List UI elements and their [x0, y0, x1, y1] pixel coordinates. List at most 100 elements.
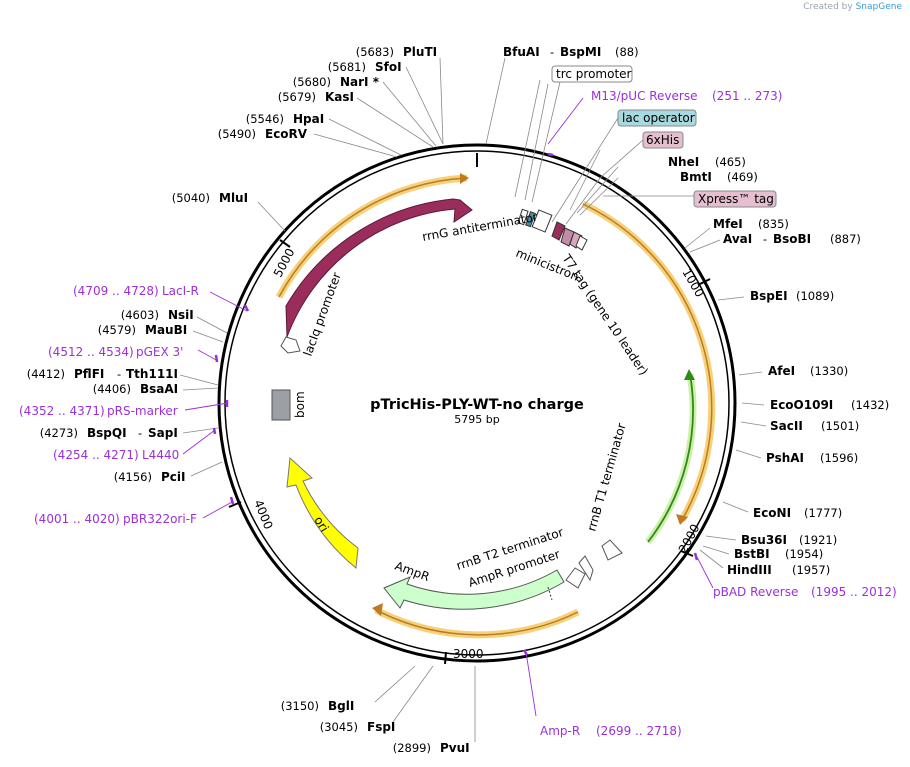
enzyme-pluti-position: (5683) — [356, 45, 394, 59]
enzyme-bsu36i[interactable]: Bsu36I (1921) — [741, 533, 837, 547]
primer-pgex-name: pGEX 3' — [136, 345, 183, 359]
primer-prs-range: (4352 .. 4371) — [19, 404, 105, 418]
trc-promoter-box[interactable]: trc promoter — [551, 65, 633, 83]
enzyme-bstbi-position: (1954) — [785, 547, 823, 561]
enzyme-bsobi-name: BsoBI — [773, 232, 811, 246]
enzyme-bsaai-position: (4406) — [93, 382, 131, 396]
enzyme-pshai[interactable]: PshAI (1596) — [766, 451, 858, 465]
enzyme-bmti-position: (469) — [727, 170, 758, 184]
enzyme-nari[interactable]: (5680) NarI * — [293, 75, 380, 89]
enzyme-avai-name: AvaI — [723, 232, 752, 246]
primer-amp-r[interactable]: Amp-R (2699 .. 2718) — [540, 724, 682, 738]
primer-l4440-range: (4254 .. 4271) — [53, 448, 139, 462]
enzyme-pflfi[interactable]: (4412) PflFI - Tth111I — [27, 367, 178, 381]
svg-text:-: - — [550, 45, 554, 59]
lac-operator-box[interactable]: lac operator — [617, 109, 697, 127]
mcs-small-features — [517, 208, 588, 251]
orf-arc-right-head — [676, 514, 688, 525]
enzyme-tth111i-name: Tth111I — [126, 367, 178, 381]
enzyme-maubi-name: MauBI — [145, 323, 187, 337]
enzyme-ecoo109i[interactable]: EcoO109I (1432) — [770, 398, 889, 412]
enzyme-bspqi-position: (4273) — [40, 426, 78, 440]
enzyme-bfuai[interactable]: BfuAI - BspMI (88) — [503, 45, 639, 59]
primer-prs-marker[interactable]: (4352 .. 4371) pRS-marker — [19, 404, 178, 418]
orf-arc-right — [582, 203, 713, 521]
primer-m13-puc-reverse[interactable]: M13/pUC Reverse (251 .. 273) — [591, 89, 782, 103]
primer-pbr-name: pBR322ori-F — [123, 512, 197, 526]
enzyme-bmti-name: BmtI — [680, 170, 712, 184]
bom-feature — [271, 389, 291, 421]
enzyme-pflfi-position: (4412) — [27, 367, 65, 381]
enzyme-bfuai-name: BfuAI — [503, 45, 540, 59]
xpress-tag-box[interactable]: Xpress™ tag — [693, 190, 777, 208]
primer-laci-r[interactable]: (4709 .. 4728) LacI-R — [73, 284, 199, 298]
primer-l4440[interactable]: (4254 .. 4271) L4440 — [53, 448, 179, 462]
rrng-antiterminator-label: rrnG antiterminator — [421, 210, 539, 244]
enzyme-afei-name: AfeI — [768, 364, 795, 378]
enzyme-mlui-name: MluI — [219, 191, 248, 205]
enzyme-mlui[interactable]: (5040) MluI — [172, 191, 248, 205]
enzyme-nhei-position: (465) — [715, 155, 746, 169]
enzyme-kasi[interactable]: (5679) KasI — [278, 90, 354, 104]
enzyme-bspei[interactable]: BspEI (1089) — [750, 289, 834, 303]
enzyme-bspqi[interactable]: (4273) BspQI - SapI — [40, 426, 178, 440]
primer-prs-name: pRS-marker — [107, 404, 178, 418]
enzyme-pcii-name: PciI — [161, 470, 186, 484]
enzyme-sacii[interactable]: SacII (1501) — [770, 419, 859, 433]
enzyme-bsaai[interactable]: (4406) BsaAI — [93, 382, 178, 396]
enzyme-pcii[interactable]: (4156) PciI — [114, 470, 186, 484]
primer-pgex-range: (4512 .. 4534) — [48, 345, 134, 359]
enzyme-bspei-position: (1089) — [796, 289, 834, 303]
enzyme-nari-name: NarI * — [340, 75, 380, 89]
enzyme-afei[interactable]: AfeI (1330) — [768, 364, 848, 378]
enzyme-sfoi[interactable]: (5681) SfoI — [328, 60, 402, 74]
enzyme-bgli-position: (3150) — [281, 699, 319, 713]
enzyme-econi[interactable]: EcoNI (1777) — [753, 506, 842, 520]
enzyme-bstbi[interactable]: BstBI (1954) — [734, 547, 823, 561]
orf-arcs — [275, 173, 716, 639]
enzyme-econi-position: (1777) — [804, 506, 842, 520]
enzyme-maubi[interactable]: (4579) MauBI — [98, 323, 187, 337]
enzyme-sfoi-position: (5681) — [328, 60, 366, 74]
plasmid-backbone — [217, 143, 737, 663]
enzyme-bgli[interactable]: (3150) BglI — [281, 699, 355, 713]
enzyme-nhei[interactable]: NheI (465) — [668, 155, 746, 169]
svg-text:-: - — [138, 426, 142, 440]
enzyme-pvui[interactable]: (2899) PvuI — [393, 741, 470, 755]
primer-pgex-3[interactable]: (4512 .. 4534) pGEX 3' — [48, 345, 183, 359]
6xhis-label: 6xHis — [646, 133, 679, 147]
enzyme-pcii-position: (4156) — [114, 470, 152, 484]
enzyme-pluti[interactable]: (5683) PluTI — [356, 45, 437, 59]
primer-pbr-range: (4001 .. 4020) — [34, 512, 120, 526]
enzyme-mfei[interactable]: MfeI (835) — [713, 217, 789, 231]
primer-ampr-range: (2699 .. 2718) — [596, 724, 682, 738]
primer-pbad-reverse[interactable]: pBAD Reverse (1995 .. 2012) — [713, 585, 897, 599]
enzyme-avai-position: (887) — [830, 232, 861, 246]
xpress-tag-label: Xpress™ tag — [698, 192, 774, 206]
primer-m13-range: (251 .. 273) — [712, 89, 782, 103]
credit-prefix: Created by — [803, 2, 853, 12]
trc-promoter-label: trc promoter — [556, 67, 632, 81]
enzyme-fspi[interactable]: (3045) FspI — [320, 720, 396, 734]
enzyme-hindiii-position: (1957) — [792, 563, 830, 577]
enzyme-bstbi-name: BstBI — [734, 547, 770, 561]
enzyme-econi-name: EcoNI — [753, 506, 791, 520]
enzyme-avai[interactable]: AvaI - BsoBI (887) — [723, 232, 861, 246]
enzyme-hindiii[interactable]: HindIII (1957) — [727, 563, 830, 577]
enzyme-nsii-position: (4603) — [121, 308, 159, 322]
tick-2000 — [680, 550, 694, 557]
enzyme-nsii[interactable]: (4603) NsiI — [121, 308, 194, 322]
enzyme-ecoo109i-position: (1432) — [851, 398, 889, 412]
primer-pbr322ori-f[interactable]: (4001 .. 4020) pBR322ori-F — [34, 512, 197, 526]
enzyme-hpai-name: HpaI — [293, 112, 324, 126]
plasmid-name: pTricHis-PLY-WT-no charge — [370, 397, 584, 413]
enzyme-pflfi-name: PflFI — [74, 367, 104, 381]
enzyme-ecorv[interactable]: (5490) EcoRV — [218, 127, 308, 141]
enzyme-ecorv-name: EcoRV — [265, 127, 308, 141]
6xhis-box[interactable]: 6xHis — [642, 131, 684, 149]
enzyme-hpai[interactable]: (5546) HpaI — [246, 112, 324, 126]
ori-feature — [286, 456, 359, 569]
ampr-promoter-arrow — [565, 567, 586, 589]
orf-arc-top-left-head — [460, 173, 469, 184]
enzyme-bmti[interactable]: BmtI (469) — [680, 170, 758, 184]
